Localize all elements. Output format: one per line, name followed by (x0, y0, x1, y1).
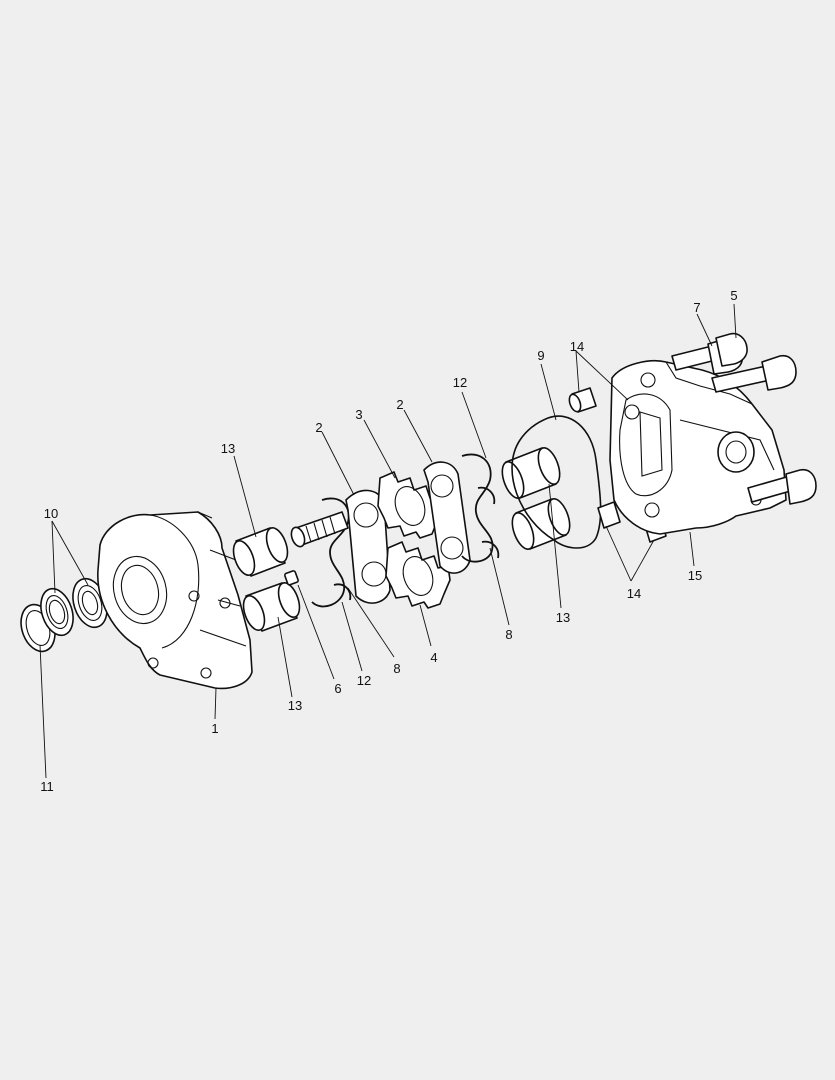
callout-13-right: 13 (556, 610, 570, 625)
dowel-pin-part-6 (284, 570, 299, 586)
callout-7: 7 (693, 300, 700, 315)
bearing-part-13-upper-left (232, 527, 289, 577)
front-housing-part-1 (97, 511, 253, 690)
callout-14-bottom: 14 (627, 586, 641, 601)
dowel-part-14-a (568, 387, 597, 413)
callout-11: 11 (40, 779, 54, 794)
drive-shaft (290, 511, 349, 548)
callout-5: 5 (730, 288, 737, 303)
callout-labels: 1 2 2 3 4 5 6 7 8 8 9 10 11 12 12 13 13 … (40, 288, 737, 794)
callout-15: 15 (688, 568, 702, 583)
callout-3: 3 (355, 407, 362, 422)
rear-cover-part-15 (609, 360, 787, 535)
o-ring-part-9 (511, 415, 602, 549)
callout-8-right: 8 (505, 627, 512, 642)
backup-ring-part-8-right (477, 486, 500, 559)
callout-10: 10 (44, 506, 58, 521)
bearing-part-13-lower-right (511, 498, 571, 550)
bushing-plate-part-2-right (423, 461, 471, 574)
backup-ring-part-8-left (333, 583, 352, 601)
seal-part-12-right (461, 453, 494, 563)
callout-12-left: 12 (357, 673, 371, 688)
bolt-lower-right (747, 468, 817, 505)
bolt-upper-right (711, 354, 797, 393)
bearing-part-13-lower-left (242, 582, 301, 632)
callout-8-left: 8 (393, 661, 400, 676)
callout-9: 9 (537, 348, 544, 363)
callout-1: 1 (211, 721, 218, 736)
bushing-plate-part-2-left (345, 489, 391, 604)
dowel-part-14-c (597, 501, 621, 529)
callout-2-right: 2 (396, 397, 403, 412)
leader-lines (39, 303, 737, 779)
callout-6: 6 (334, 681, 341, 696)
callout-13-bottom: 13 (288, 698, 302, 713)
driven-gear-part-4 (385, 541, 451, 609)
callout-2-left: 2 (315, 420, 322, 435)
shaft-seal-part-10-a (40, 587, 74, 637)
bearing-part-13-upper-right (501, 447, 561, 499)
callout-12-right: 12 (453, 375, 467, 390)
callout-4: 4 (430, 650, 437, 665)
callout-14-top: 14 (570, 339, 584, 354)
callout-13-top: 13 (221, 441, 235, 456)
